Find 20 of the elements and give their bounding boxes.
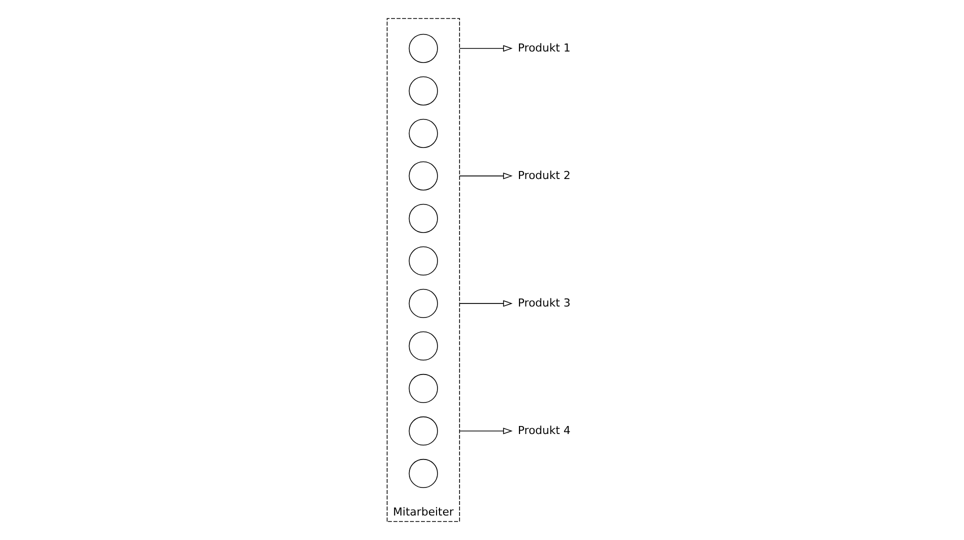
arrow [459, 45, 513, 52]
node-text: Produkt 4 [518, 424, 571, 437]
node-text: Produkt 3 [518, 296, 571, 310]
node-text: Produkt 1 [518, 41, 571, 54]
node-circle [408, 458, 438, 488]
node-text: Produkt 2 [518, 168, 571, 182]
node-circle [408, 331, 438, 361]
node-circle [408, 34, 438, 63]
node-circle [408, 76, 438, 106]
node-circle [408, 204, 438, 233]
arrow [459, 300, 513, 307]
node-circle [408, 118, 438, 148]
arrow [459, 172, 513, 180]
arrow [459, 428, 513, 434]
node-circle [408, 161, 438, 190]
cluster: Mitarbeiter [386, 18, 460, 522]
node-circle [408, 288, 438, 318]
node-circle [408, 246, 438, 276]
node-circle [408, 374, 438, 404]
node-circle [408, 416, 438, 446]
